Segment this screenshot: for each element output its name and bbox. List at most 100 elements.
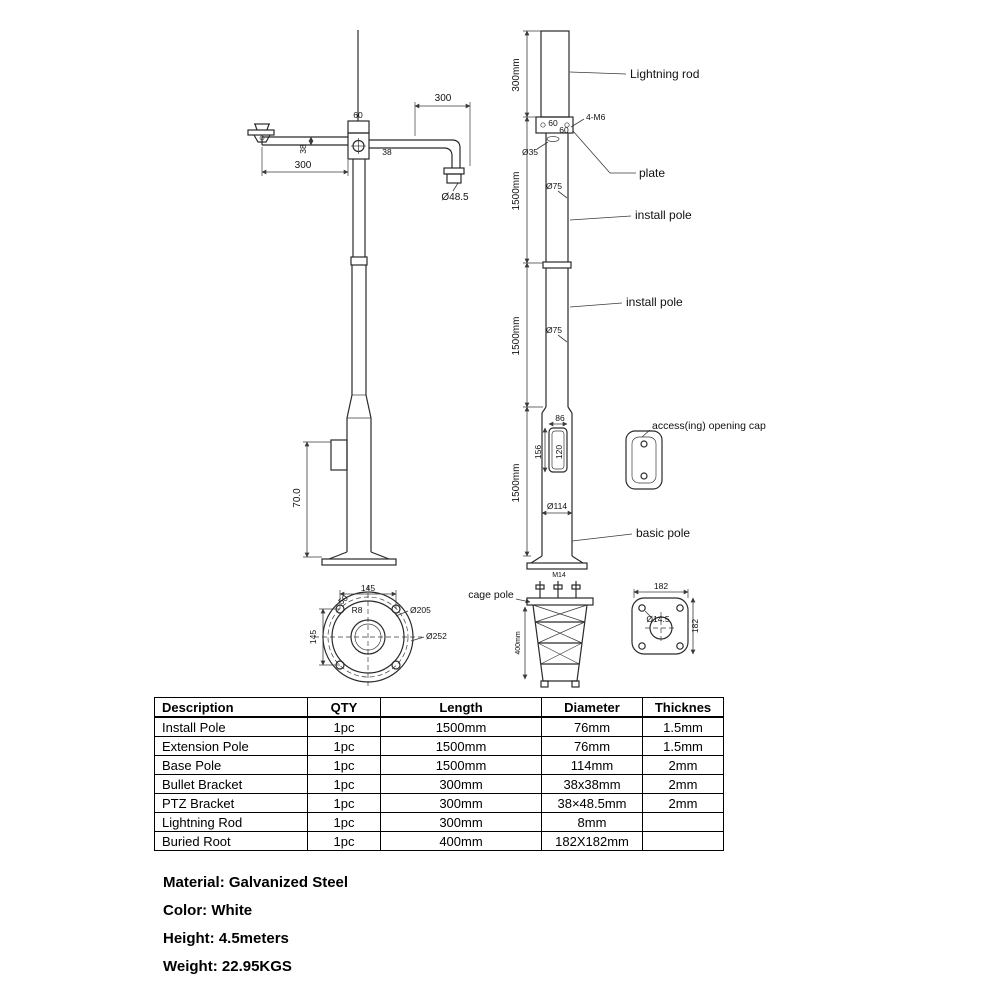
table-cell: 1.5mm (642, 736, 724, 756)
technical-drawing: 60 38 300 (247, 30, 766, 689)
table-cell: 114mm (541, 755, 643, 775)
dim-bolt-145-left: 145 (308, 630, 318, 644)
table-cell: 1pc (307, 831, 381, 851)
dim-d252: Ø252 (426, 631, 447, 641)
dim-flange-48-5: Ø48.5 (441, 192, 469, 203)
dim-1500-c: 1500mm (511, 464, 522, 503)
table-cell: Extension Pole (154, 736, 308, 756)
dim-r8: R8 (352, 605, 363, 615)
buried-root-plate-detail: 182 Ø14.5 182 (631, 581, 700, 655)
dim-base-height-70: 70.0 (292, 488, 303, 508)
access-cap-detail (625, 430, 663, 490)
spec-weight: Weight: 22.95KGS (163, 958, 292, 975)
table-cell: 1pc (307, 716, 381, 737)
anchor-bolts (535, 581, 581, 598)
dim-plate-60b: 60 (559, 125, 569, 135)
table-cell: 1pc (307, 812, 381, 832)
table-cell: 182X182mm (541, 831, 643, 851)
table-cell: 2mm (642, 755, 724, 775)
dim-m14: M14 (552, 572, 566, 579)
table-cell: 1pc (307, 793, 381, 813)
table-cell: 1pc (307, 736, 381, 756)
table-cell: 1500mm (380, 736, 542, 756)
front-view-drawing: 60 38 300 (247, 30, 471, 566)
dim-right-arm-300: 300 (435, 93, 452, 104)
dim-opening-156: 156 (533, 445, 543, 459)
table-cell: 1500mm (380, 716, 542, 737)
cage-pole-detail: cage pole M14 (468, 572, 594, 688)
col-header-thickness: Thicknes (642, 697, 724, 718)
spec-height: Height: 4.5meters (163, 930, 289, 947)
table-cell: 38x38mm (541, 774, 643, 794)
col-header-qty: QTY (307, 697, 381, 718)
dim-d75-a: Ø75 (546, 181, 562, 191)
product-specs: Material: Galvanized Steel Color: White … (163, 874, 348, 986)
spec-color: Color: White (163, 902, 253, 919)
table-cell: 1500mm (380, 755, 542, 775)
col-header-description: Description (154, 697, 308, 718)
table-cell: 8mm (541, 812, 643, 832)
dim-opening-86: 86 (555, 413, 565, 423)
table-cell: 300mm (380, 793, 542, 813)
table-cell: PTZ Bracket (154, 793, 308, 813)
dim-bracket-60: 60 (353, 110, 363, 120)
table-cell: 1pc (307, 774, 381, 794)
bullet-camera-symbol (247, 123, 275, 143)
dim-400mm: 400mm (515, 631, 522, 655)
table-cell: Base Pole (154, 755, 308, 775)
table-cell: 300mm (380, 774, 542, 794)
table-cell: Lightning Rod (154, 812, 308, 832)
dim-top-300mm: 300mm (511, 58, 522, 91)
table-cell: 2mm (642, 793, 724, 813)
table-cell: 300mm (380, 812, 542, 832)
dim-182-top: 182 (654, 581, 668, 591)
dim-50: 50 (336, 593, 350, 607)
dim-right-arm-38: 38 (382, 147, 392, 157)
table-cell: 1pc (307, 755, 381, 775)
dim-bolt-145-top: 145 (361, 583, 375, 593)
table-cell: 76mm (541, 716, 643, 737)
dim-1500-b: 1500mm (511, 317, 522, 356)
dim-d75-b: Ø75 (546, 325, 562, 335)
dim-d14-5: Ø14.5 (646, 614, 669, 624)
table-cell: 2mm (642, 774, 724, 794)
table-cell: Buried Root (154, 831, 308, 851)
dim-d35: Ø35 (522, 147, 538, 157)
label-4-m6: 4-M6 (586, 112, 606, 122)
table-cell: 400mm (380, 831, 542, 851)
table-cell: Bullet Bracket (154, 774, 308, 794)
side-view-drawing: 300mm 60 60 4-M6 Ø35 Ø75 1500mm (511, 30, 766, 570)
dim-opening-120: 120 (554, 445, 564, 459)
base-plate-top-view: 145 50 R8 Ø205 Ø252 145 (308, 583, 447, 689)
dim-182-right: 182 (690, 619, 700, 633)
col-header-length: Length (380, 697, 542, 718)
label-basic-pole: basic pole (636, 526, 690, 540)
spec-table: Description QTY Length Diameter Thicknes… (154, 697, 724, 851)
dim-plate-60a: 60 (548, 118, 558, 128)
table-cell: 38×48.5mm (541, 793, 643, 813)
table-header-row: Description QTY Length Diameter Thicknes (154, 697, 724, 718)
table-cell (642, 831, 724, 851)
table-cell: 76mm (541, 736, 643, 756)
dim-1500-a: 1500mm (511, 172, 522, 211)
label-access-opening-cap: access(ing) opening cap (652, 420, 766, 432)
label-lightning-rod: Lightning rod (630, 67, 699, 81)
dim-arm-38: 38 (298, 144, 308, 154)
label-install-pole-b: install pole (626, 295, 683, 309)
dim-left-arm-300: 300 (295, 160, 312, 171)
table-cell (642, 812, 724, 832)
dim-d205: Ø205 (410, 605, 431, 615)
label-plate: plate (639, 166, 665, 180)
table-cell: 1.5mm (642, 716, 724, 737)
label-cage-pole: cage pole (468, 589, 514, 601)
access-door-box (330, 439, 348, 471)
spec-material: Material: Galvanized Steel (163, 874, 349, 891)
